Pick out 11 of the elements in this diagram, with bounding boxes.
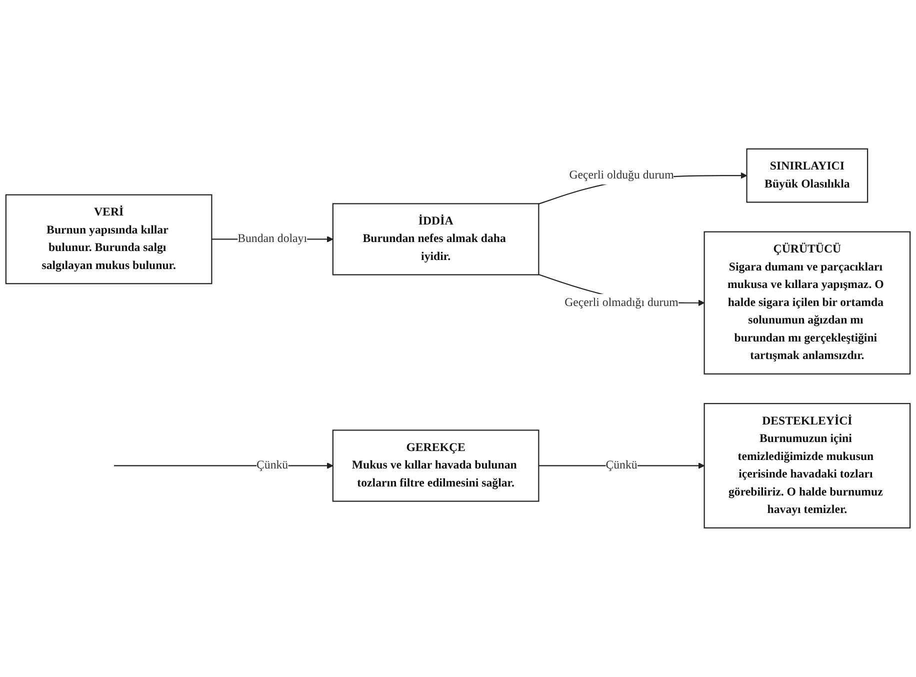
- edge-label: Çünkü: [606, 459, 638, 472]
- edge-label: Bundan dolayı: [238, 232, 308, 246]
- edge-label: Çünkü: [256, 459, 288, 472]
- node-box: SINIRLAYICI Büyük Olasılıkla: [746, 148, 868, 203]
- node-box: ÇÜRÜTÜCÜ Sigara dumanı ve parçacıkları mukusa ve kıllara yapışmaz. O halde sigara içilen bir ortamda solunumun ağızdan mı burundan mı gerçekleştiğini tartışmak anlamsızdır.: [704, 231, 911, 375]
- node-box: GEREKÇE Mukus ve kıllar havada bulunan tozların filtre edilmesini sağlar.: [332, 430, 540, 502]
- node-box: İDDİA Burundan nefes almak daha iyidir.: [332, 203, 540, 276]
- node-box: DESTEKLEYİCİ Burnumuzun içini temizlediğimizde mukusun içerisinde havadaki tozları görebiliriz. O halde burnumuz havayı temizler.: [704, 403, 911, 529]
- edge-label: Geçerli olduğu durum: [569, 169, 674, 182]
- edge-label: Geçerli olmadığı durum: [564, 296, 678, 309]
- node-box: VERİ Burnun yapısında kıllar bulunur. Burunda salgı salgılayan mukus bulunur.: [5, 194, 212, 284]
